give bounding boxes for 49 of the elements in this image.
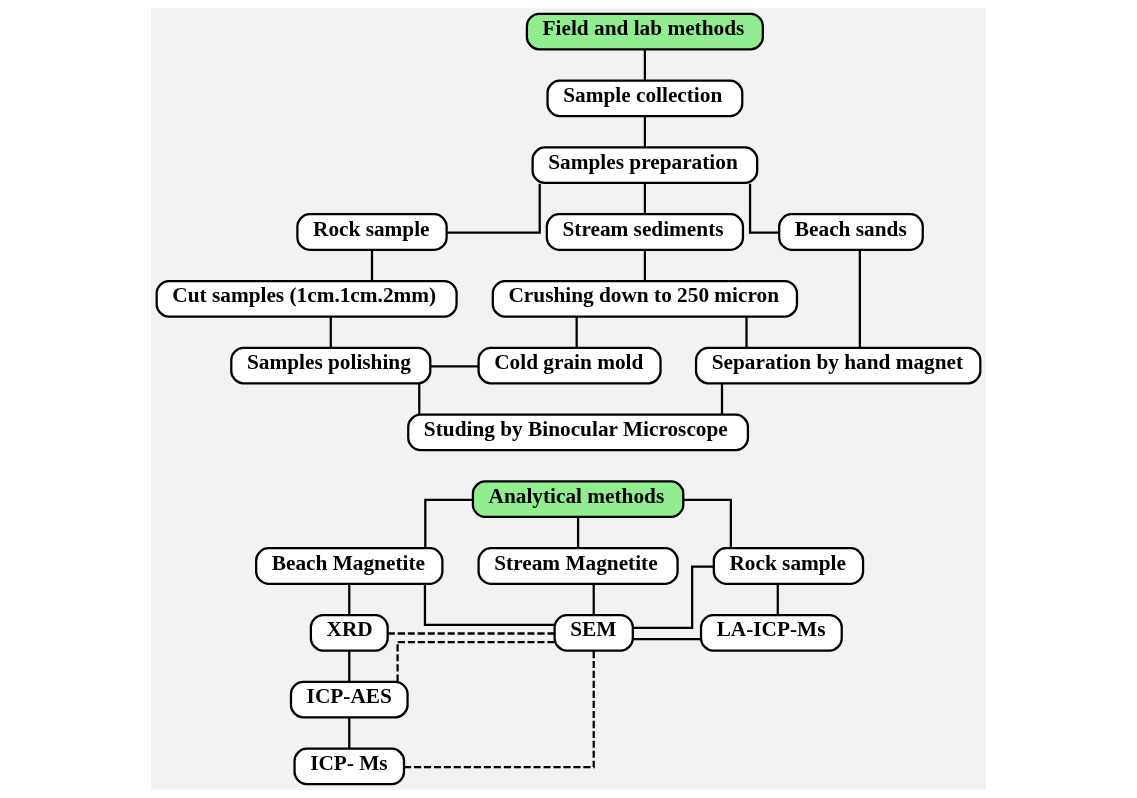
connector xyxy=(643,250,647,282)
connector xyxy=(329,317,332,348)
node-box: Separation by hand magnet xyxy=(694,346,982,385)
connector xyxy=(748,183,779,234)
node-box: Studing by Binocular Microscope xyxy=(407,413,750,452)
connector xyxy=(575,317,578,348)
connector xyxy=(404,650,595,769)
connector xyxy=(370,250,374,282)
node-box: Beach sands xyxy=(778,213,924,251)
node-box: ICP-AES xyxy=(289,680,409,719)
connector xyxy=(776,584,779,616)
connector xyxy=(643,49,647,81)
connector xyxy=(388,632,555,635)
connector xyxy=(424,498,473,548)
connector xyxy=(683,498,732,548)
node-box: XRD xyxy=(309,613,389,652)
node-box: Rock sample xyxy=(296,213,448,251)
node-box: SEM xyxy=(553,613,634,652)
connector xyxy=(633,638,701,641)
connector xyxy=(643,116,647,148)
node-box: Crushing down to 250 micron xyxy=(491,279,799,318)
connector xyxy=(858,250,861,348)
node-box: Rock sample xyxy=(712,547,865,585)
node-box: Field and lab methods xyxy=(525,12,764,51)
connector xyxy=(633,565,714,629)
node-box: Samples polishing xyxy=(230,346,432,385)
node-box: Cut samples (1cm.1cm.2mm) xyxy=(155,279,458,318)
connector xyxy=(592,584,595,616)
connector xyxy=(447,183,541,234)
node-box: Sample collection xyxy=(546,79,744,118)
node-box: Samples preparation xyxy=(531,146,759,185)
connector xyxy=(643,183,647,215)
node-box: Cold grain mold xyxy=(477,346,662,385)
connector xyxy=(576,517,580,549)
connector xyxy=(745,317,748,348)
node-box: Beach Magnetite xyxy=(255,547,444,585)
connector xyxy=(348,584,351,616)
node-box: ICP- Ms xyxy=(293,747,406,786)
connector xyxy=(396,640,555,682)
connector xyxy=(423,584,555,627)
node-box: LA-ICP-Ms xyxy=(699,613,843,652)
connector xyxy=(348,717,351,749)
node-box: Stream Magnetite xyxy=(477,547,679,585)
node-box: Stream sediments xyxy=(545,213,745,251)
connector xyxy=(348,651,351,682)
node-box: Analytical methods xyxy=(471,480,685,519)
connector xyxy=(418,383,421,415)
connector xyxy=(720,383,724,415)
connector xyxy=(430,365,479,368)
